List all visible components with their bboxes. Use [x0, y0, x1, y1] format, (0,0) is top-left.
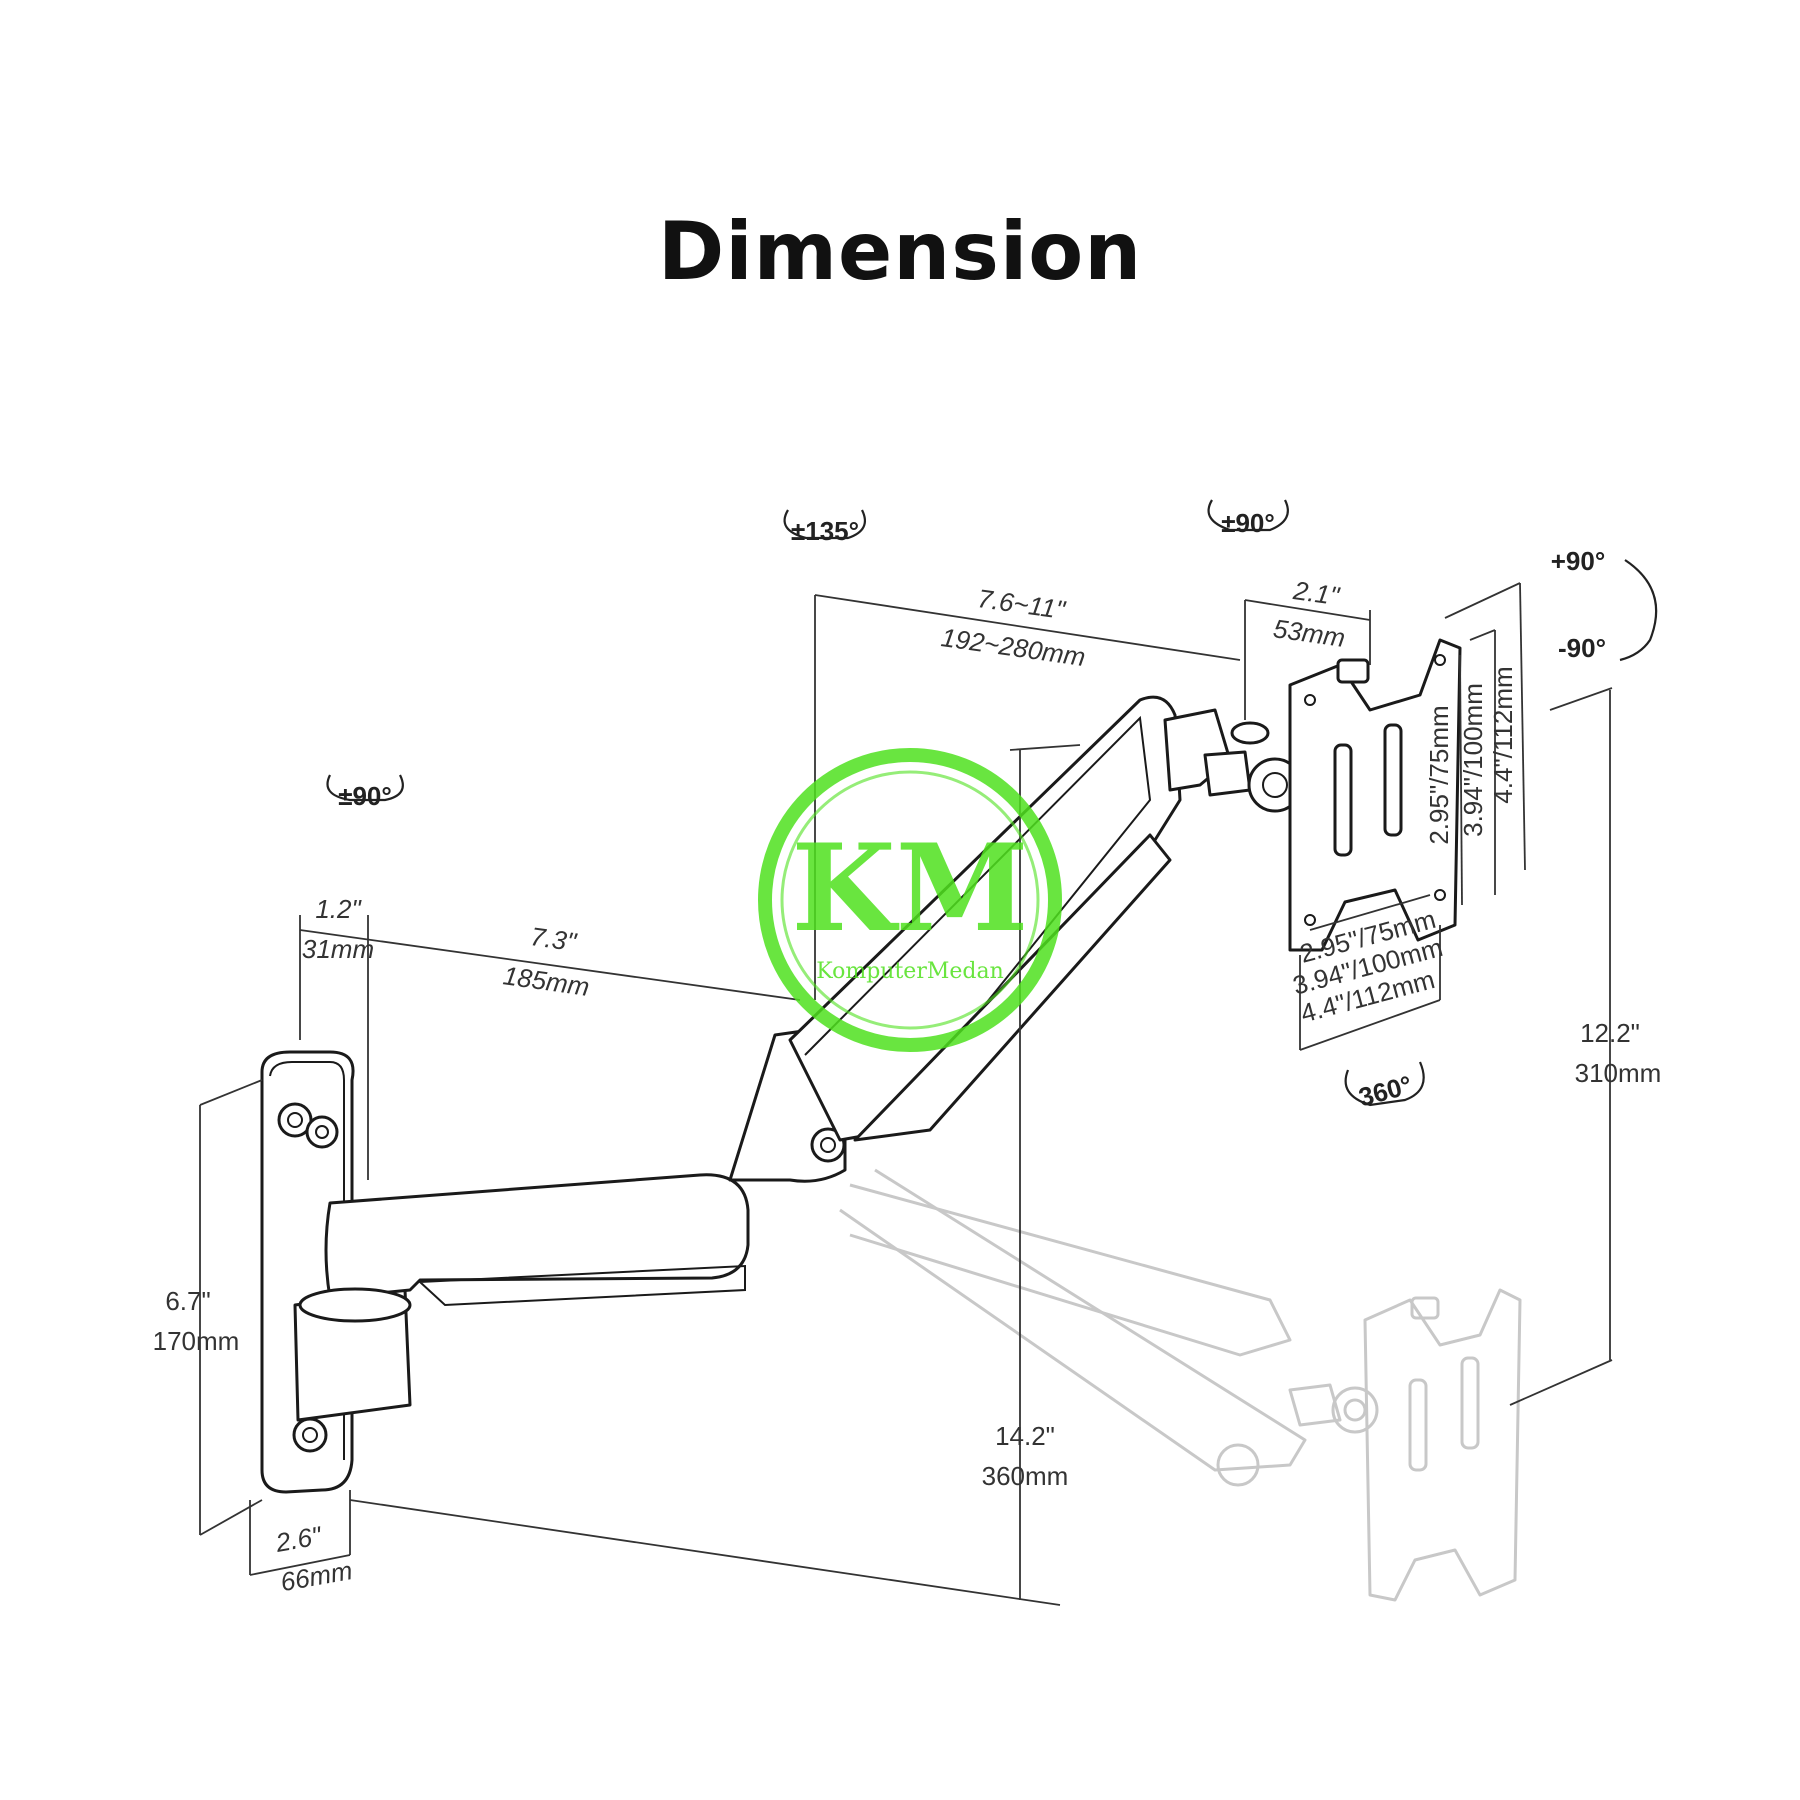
lower-arm	[293, 1173, 750, 1422]
dim-plate-height-imperial: 6.7"	[165, 1286, 210, 1316]
dimension-lines	[199, 582, 1613, 1606]
watermark-brand: KomputerMedan	[816, 959, 1004, 984]
dim-lower-arm-metric: 185mm	[501, 960, 591, 1002]
rotation-label-tilt-up: +90°	[1551, 546, 1606, 576]
dim-vertical-range-imperial: 14.2"	[995, 1421, 1055, 1451]
dim-total-height-metric: 310mm	[1575, 1058, 1662, 1088]
rotation-label-tilt-down: -90°	[1558, 633, 1606, 663]
dim-plate-height-metric: 170mm	[153, 1326, 240, 1356]
diagram-title: Dimension	[657, 205, 1143, 298]
dim-total-height-imperial: 12.2"	[1580, 1018, 1640, 1048]
dim-lower-arm-imperial: 7.3"	[529, 921, 580, 957]
rotation-label-arm-joint: ±135°	[791, 516, 859, 546]
vesa-label-medium-vertical: 3.94"/100mm	[1458, 683, 1488, 837]
rotation-label-arm-base: ±90°	[338, 781, 392, 811]
dim-upper-arm-imperial: 7.6~11"	[976, 583, 1069, 625]
dim-base-depth-metric: 31mm	[302, 934, 374, 964]
vesa-label-small-vertical: 2.95"/75mm	[1424, 705, 1454, 844]
rotation-label-vesa-rotate: 360°	[1355, 1070, 1415, 1113]
ghost-arm-lowered	[839, 1168, 1379, 1487]
vesa-label-large-vertical: 4.4"/112mm	[1488, 666, 1518, 803]
rotation-label-head-swivel: ±90°	[1221, 508, 1275, 538]
ghost-vesa-plate	[1363, 1288, 1522, 1602]
watermark-logo-text: KM	[791, 818, 1028, 959]
dim-vertical-range-metric: 360mm	[982, 1461, 1069, 1491]
dim-plate-width-metric: 66mm	[278, 1555, 354, 1597]
watermark-logo: KM KomputerMedan	[758, 748, 1062, 1052]
rotation-arrows	[326, 499, 1658, 1107]
head-joint	[1163, 708, 1303, 813]
dim-plate-width-imperial: 2.6"	[273, 1520, 326, 1558]
dim-head-offset-metric: 53mm	[1271, 613, 1347, 653]
vesa-plate	[1288, 638, 1462, 952]
dim-base-depth-imperial: 1.2"	[315, 894, 362, 924]
dim-upper-arm-metric: 192~280mm	[939, 622, 1087, 672]
dim-head-offset-imperial: 2.1"	[1291, 575, 1343, 611]
